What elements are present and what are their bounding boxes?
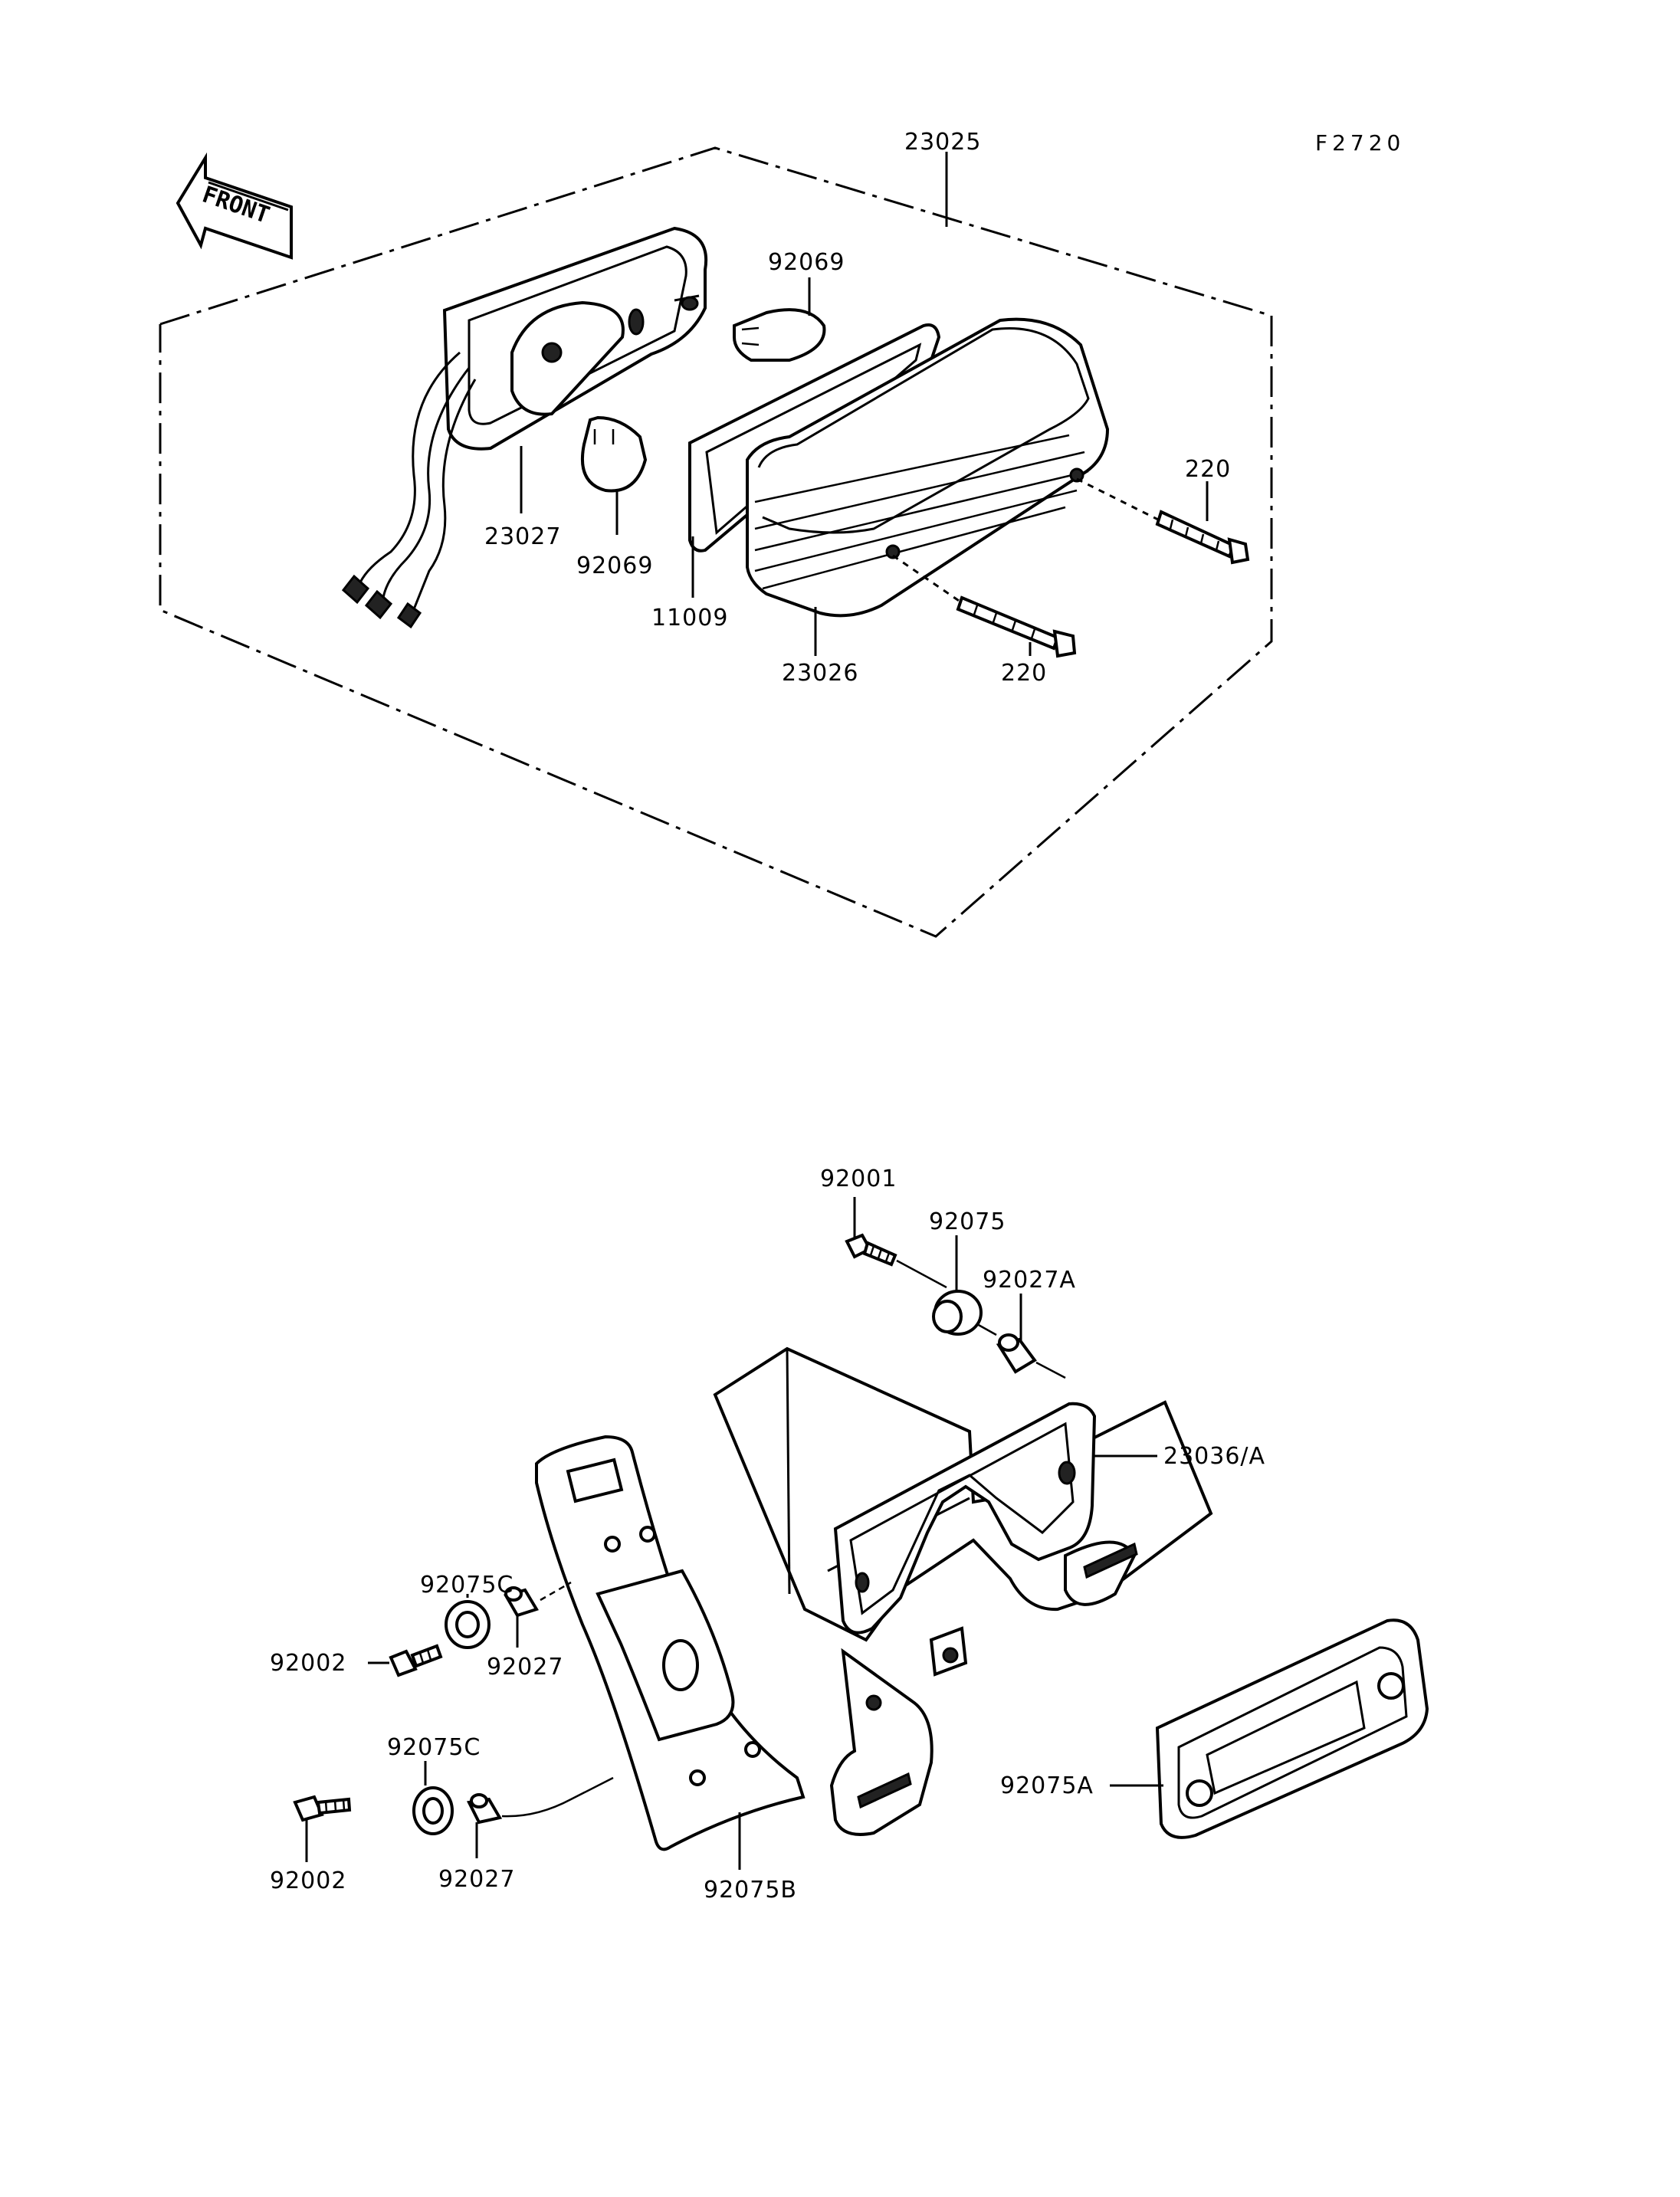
license-plate-rubber <box>535 1435 806 1851</box>
figure-code: F2720 <box>1315 130 1405 156</box>
leaders-top <box>520 152 1209 656</box>
front-arrow-icon: FRONT <box>176 152 293 260</box>
label-92069-top: 92069 <box>768 249 845 276</box>
label-92075: 92075 <box>929 1208 1006 1235</box>
license-lamp-lens <box>1155 1618 1429 1839</box>
axis-left-lower <box>501 1776 614 1818</box>
label-220-right: 220 <box>1185 456 1231 483</box>
collar-92027A <box>996 1333 1037 1374</box>
leaders-bottom <box>305 1197 1163 1870</box>
label-92069-bottom: 92069 <box>576 553 653 579</box>
bolt-92002-upper <box>389 1644 443 1677</box>
label-23027: 23027 <box>484 523 561 550</box>
collar-92027-upper <box>503 1586 540 1618</box>
label-92001: 92001 <box>820 1166 897 1192</box>
label-92027-lower: 92027 <box>438 1866 515 1893</box>
license-bracket <box>713 1346 1213 1836</box>
axis-left-upper <box>540 1581 572 1602</box>
taillight-assembly-box <box>159 146 1273 938</box>
washer-92075C-lower <box>412 1786 454 1835</box>
grommet-92075 <box>932 1290 983 1336</box>
label-220-bottom: 220 <box>1001 660 1047 687</box>
screw-right <box>1076 477 1250 565</box>
bolt-92001 <box>845 1233 897 1267</box>
axis-upper <box>896 1259 947 1289</box>
screw-bottom <box>892 554 1077 658</box>
label-92002-upper: 92002 <box>270 1650 346 1677</box>
label-92075A: 92075A <box>1000 1772 1094 1799</box>
label-92027A: 92027A <box>983 1267 1076 1294</box>
license-lamp-housing <box>833 1402 1097 1635</box>
label-23025: 23025 <box>904 129 981 156</box>
label-92075C-upper: 92075C <box>420 1572 514 1599</box>
label-92075B: 92075B <box>704 1877 797 1904</box>
label-92027-upper: 92027 <box>487 1654 563 1681</box>
lamp-socket-base <box>341 226 708 629</box>
bulb-top <box>733 308 826 362</box>
label-23026: 23026 <box>782 660 858 687</box>
label-11009: 11009 <box>651 605 728 631</box>
bolt-92002-lower <box>293 1795 352 1822</box>
washer-92075C-upper <box>445 1600 491 1649</box>
taillight-lens <box>746 317 1110 618</box>
label-92075C-lower: 92075C <box>387 1734 481 1761</box>
collar-92027-lower <box>466 1793 503 1825</box>
axis-upper-2 <box>976 1323 997 1336</box>
label-23036A: 23036/A <box>1163 1443 1265 1470</box>
axis-upper-3 <box>1035 1361 1066 1379</box>
bulb-bottom <box>580 415 648 493</box>
label-92002-lower: 92002 <box>270 1867 346 1894</box>
